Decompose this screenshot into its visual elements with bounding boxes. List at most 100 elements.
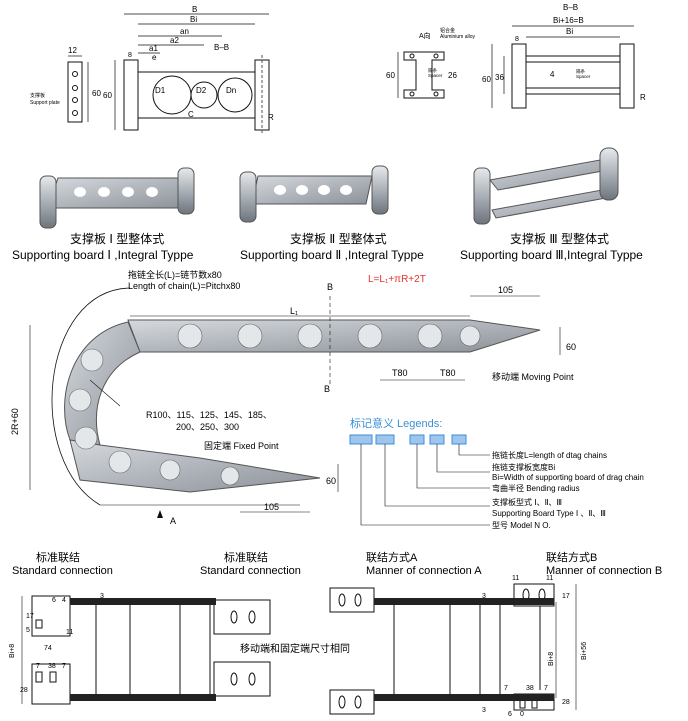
- legend-title: 标记意义 Legends:: [350, 416, 442, 430]
- conn-4-en: Manner of connection B: [546, 565, 662, 577]
- profile-title: A向: [419, 31, 431, 40]
- board-type-2-image: [239, 165, 389, 223]
- chain-links-2: [150, 598, 216, 701]
- conn-3-cn: 联结方式A: [366, 550, 418, 564]
- conn-2-en: Standard connection: [200, 565, 301, 577]
- legend-leader-lines: [360, 444, 490, 526]
- dim-B: B: [192, 5, 197, 14]
- dim-C: C: [188, 110, 194, 119]
- dim-7-c: 7: [504, 685, 508, 692]
- dim-11-c: 11: [546, 575, 553, 582]
- section-spacer-en: Spacer: [576, 74, 591, 79]
- dim-4: 4: [62, 597, 66, 604]
- dim-width-8: 8: [128, 52, 132, 59]
- chain-drawing: [29, 287, 561, 518]
- dim-D2: D2: [196, 86, 207, 95]
- legend-item-width-en: Bi=Width of supporting board of drag cha…: [492, 473, 644, 482]
- dim-74: 74: [44, 645, 52, 652]
- legend-item-width-cn: 拖链支撑板宽度Bi: [492, 462, 555, 472]
- dim-3-b: 3: [482, 593, 486, 600]
- legend-item-model: 型号 Model N O.: [492, 521, 551, 530]
- support-plate-drawing: [67, 55, 89, 123]
- section-spacer-cn: 隔条: [576, 68, 585, 75]
- board-type-3-image: [473, 147, 619, 225]
- fixed-point-label: 固定端 Fixed Point: [204, 440, 279, 451]
- legend-code-boxes: [349, 434, 467, 445]
- dim-3-c: 3: [482, 707, 486, 714]
- conn-1-en: Standard connection: [12, 565, 113, 577]
- chain-formula: L=L₁+πR+2T: [368, 274, 426, 285]
- section-drawing: [491, 25, 635, 109]
- section-Bi: Bi: [566, 27, 573, 36]
- dim-105-top: 105: [498, 285, 513, 295]
- dim-a2: a2: [170, 36, 179, 45]
- chain-links-B: [494, 598, 554, 701]
- connection-standard-1: [21, 595, 140, 705]
- board-2-en: Supporting board Ⅱ ,Integral Typpe: [240, 248, 424, 262]
- section-mark-BB: B–B: [214, 43, 229, 52]
- frame-drawing: [114, 13, 270, 135]
- dim-Dn: Dn: [226, 86, 236, 95]
- dim-6-b: 6: [508, 711, 512, 718]
- dim-60-bottom: 60: [326, 476, 336, 486]
- conn-3-en: Manner of connection A: [366, 565, 482, 577]
- conn-4-cn: 联结方式B: [546, 550, 597, 564]
- support-plate-label-cn: 支撑板: [30, 92, 45, 99]
- dim-a1: a1: [149, 44, 158, 53]
- dim-28: 28: [20, 687, 28, 694]
- board-3-cn: 支撑板 Ⅲ 型整体式: [510, 231, 609, 246]
- legend-item-radius: 弯曲半径 Bending radius: [492, 483, 580, 493]
- dim-height-60: 60: [103, 91, 112, 100]
- dim-6: 6: [52, 597, 56, 604]
- dim-bi8-b: Bi+8: [548, 652, 555, 666]
- section-formula: Bi+16=B: [553, 16, 584, 25]
- dim-D1: D1: [155, 86, 166, 95]
- chain-links-1: [70, 598, 150, 701]
- dim-bi56: Bi+56: [581, 642, 588, 660]
- chain-links-A: [374, 598, 494, 701]
- dim-38-a: 38: [48, 663, 56, 670]
- section-h60: 60: [482, 75, 491, 84]
- legend-item-type-cn: 支撑板型式 Ⅰ、Ⅱ、Ⅲ: [492, 497, 562, 507]
- board-2-cn: 支撑板 Ⅱ 型整体式: [290, 231, 387, 246]
- section-title: B–B: [563, 3, 578, 12]
- dim-7-d: 7: [544, 685, 548, 692]
- radius-list-1: R100、115、125、145、185、: [146, 410, 272, 420]
- connection-standard-2: [179, 599, 271, 698]
- dim-11-b: 11: [512, 575, 519, 582]
- dim-3-a: 3: [100, 593, 104, 600]
- support-plate-label-en: Support plate: [30, 100, 60, 106]
- section-mark-B-bottom: B: [324, 384, 330, 394]
- board-3-en: Supporting board Ⅲ,Integral Typpe: [460, 248, 643, 262]
- dim-T80-2: T80: [440, 368, 456, 378]
- dim-17-b: 17: [562, 593, 570, 600]
- section-four: 4: [550, 70, 555, 79]
- conn-2-cn: 标准联结: [224, 550, 268, 564]
- dim-R: R: [268, 113, 274, 122]
- section-h36: 36: [495, 73, 504, 82]
- legend-item-length: 拖链长度L=length of dtag chains: [492, 450, 607, 460]
- dim-bi8-a: Bi+8: [9, 644, 16, 658]
- chain-length-cn: 拖链全长(L)=链节数x80: [128, 269, 222, 280]
- dim-7-b: 7: [62, 663, 66, 670]
- profile-spacer-en: Spacer: [428, 73, 443, 78]
- profile-drawing: [397, 51, 445, 99]
- profile-alloy-cn: 铝合金: [440, 27, 455, 34]
- conn-1-cn: 标准联结: [36, 550, 80, 564]
- dim-T80-1: T80: [392, 368, 408, 378]
- dim-7-a: 7: [36, 663, 40, 670]
- connection-B: [499, 583, 577, 711]
- radius-list-2: 200、250、300: [176, 422, 239, 432]
- connection-A: [329, 587, 481, 715]
- dim-0: 0: [520, 711, 524, 718]
- support-plate-height: 60: [92, 89, 101, 98]
- chain-length-en: Length of chain(L)=Pitchx80: [128, 281, 240, 291]
- dim-height-2R60: 2R+60: [10, 408, 20, 435]
- dim-17: 17: [26, 613, 34, 620]
- section-mark-B-top: B: [327, 282, 333, 292]
- section-R: R: [640, 93, 646, 102]
- dim-an: an: [180, 27, 189, 36]
- board-1-cn: 支撑板 Ⅰ 型整体式: [70, 231, 164, 246]
- dim-e: e: [152, 53, 157, 62]
